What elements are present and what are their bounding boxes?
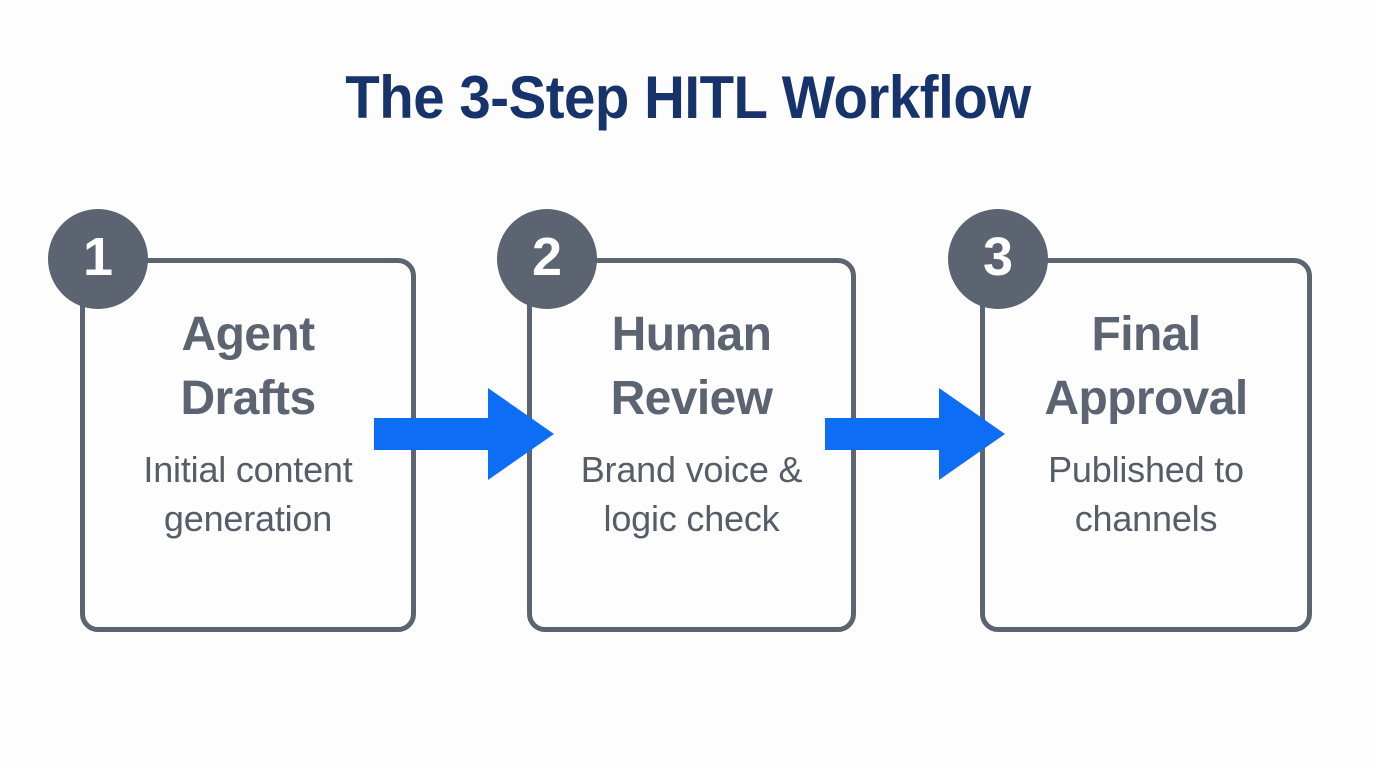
step-card-3-title: Final Approval bbox=[1044, 308, 1248, 425]
step-card-3-subtitle: Published to channels bbox=[1048, 449, 1244, 539]
step-card-1-subtitle: Initial content generation bbox=[143, 449, 353, 539]
step-badge-3: 3 bbox=[948, 209, 1048, 309]
step-card-3-body: Final Approval Published to channels bbox=[965, 303, 1327, 543]
step-badge-1-number: 1 bbox=[82, 227, 114, 287]
step-card-1[interactable]: Agent Drafts Initial content generation bbox=[80, 258, 416, 632]
page-title: The 3-Step HITL Workflow bbox=[345, 64, 1031, 131]
arrow-step2-to-step3-icon bbox=[825, 388, 1005, 480]
step-badge-1: 1 bbox=[48, 209, 148, 309]
step-badge-3-number: 3 bbox=[982, 227, 1014, 287]
step-card-2-body: Human Review Brand voice & logic check bbox=[512, 303, 871, 543]
step-card-3[interactable]: Final Approval Published to channels bbox=[980, 258, 1312, 632]
step-card-1-title: Agent Drafts bbox=[180, 308, 316, 425]
step-badge-2: 2 bbox=[497, 209, 597, 309]
step-card-2-title: Human Review bbox=[610, 308, 773, 425]
step-card-2-subtitle: Brand voice & logic check bbox=[580, 449, 803, 539]
step-card-2[interactable]: Human Review Brand voice & logic check bbox=[527, 258, 856, 632]
step-card-1-body: Agent Drafts Initial content generation bbox=[65, 303, 431, 543]
step-badge-2-number: 2 bbox=[531, 227, 563, 287]
arrow-step1-to-step2-icon bbox=[374, 388, 554, 480]
